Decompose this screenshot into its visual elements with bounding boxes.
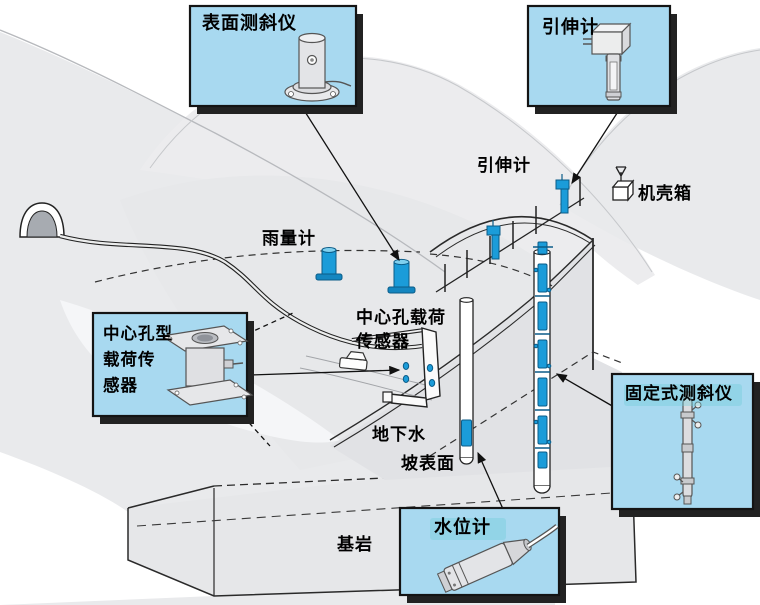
- field-label-rain-gauge: 雨量计: [262, 229, 316, 248]
- highlight-mark: [430, 518, 506, 540]
- label-line: 中心孔载荷: [356, 308, 446, 327]
- callout-fixed-inclinometer: [610, 372, 760, 517]
- label-line: 载荷传: [103, 351, 156, 369]
- anchor-cable: [59, 233, 423, 351]
- anchor-load-cells: [402, 362, 436, 387]
- sensor-chain: [533, 241, 553, 469]
- water-level-sensor: [461, 419, 472, 447]
- field-label-extensometer: 引伸计: [477, 156, 531, 175]
- extensometer-fence: [435, 174, 585, 293]
- slope-cut-face: [329, 238, 628, 480]
- label-line: 感器: [103, 377, 138, 395]
- highlight-mark: [624, 384, 742, 406]
- label-line: 传感器: [356, 332, 410, 351]
- crest-arcs: [94, 215, 594, 289]
- callout-center-hole-load-cell: [91, 311, 254, 424]
- field-label-slope-surface: 坡表面: [401, 454, 455, 473]
- surface-inclinometer-field-icon: [387, 258, 416, 294]
- callout-label-water-level-meter: 水位计: [434, 517, 491, 537]
- label-line: 中心孔型: [103, 325, 173, 343]
- field-label-center-hole-load-sensor: 中心孔载荷 传感器: [356, 306, 446, 354]
- inclinometer-probe-icon: [673, 391, 702, 505]
- wire-extensometer-icon: [486, 220, 501, 260]
- field-label-groundwater: 地下水: [372, 425, 426, 444]
- case-box-icon: [611, 166, 635, 202]
- water-level-probe-icon: [436, 524, 559, 593]
- callout-label-center-hole-load-cell: 中心孔型 载荷传 感器: [103, 321, 173, 399]
- field-label-case-box: 机壳箱: [638, 184, 692, 203]
- extensometer-icon: [583, 22, 632, 101]
- wire-extensometer-icon: [555, 174, 570, 214]
- callout-surface-inclinometer: [188, 4, 363, 114]
- rain-gauge-icon: [315, 247, 343, 281]
- callout-water-level-meter: [398, 506, 566, 603]
- leader-arrows: [242, 106, 622, 510]
- inclinometer-borehole: [533, 241, 553, 494]
- field-label-bedrock: 基岩: [337, 535, 373, 554]
- tunnel-adit: [19, 202, 65, 238]
- callout-extensometer: [526, 4, 677, 114]
- anchor-wall: [351, 327, 441, 408]
- surface-inclinometer-icon: [284, 32, 352, 102]
- water-level-borehole: [459, 297, 474, 465]
- callout-label-fixed-inclinometer: 固定式测斜仪: [625, 384, 733, 403]
- callout-label-surface-inclinometer: 表面测斜仪: [202, 13, 297, 33]
- car-icon: [338, 351, 368, 371]
- load-cell-icon: [160, 325, 254, 406]
- callout-label-extensometer: 引伸计: [542, 17, 599, 37]
